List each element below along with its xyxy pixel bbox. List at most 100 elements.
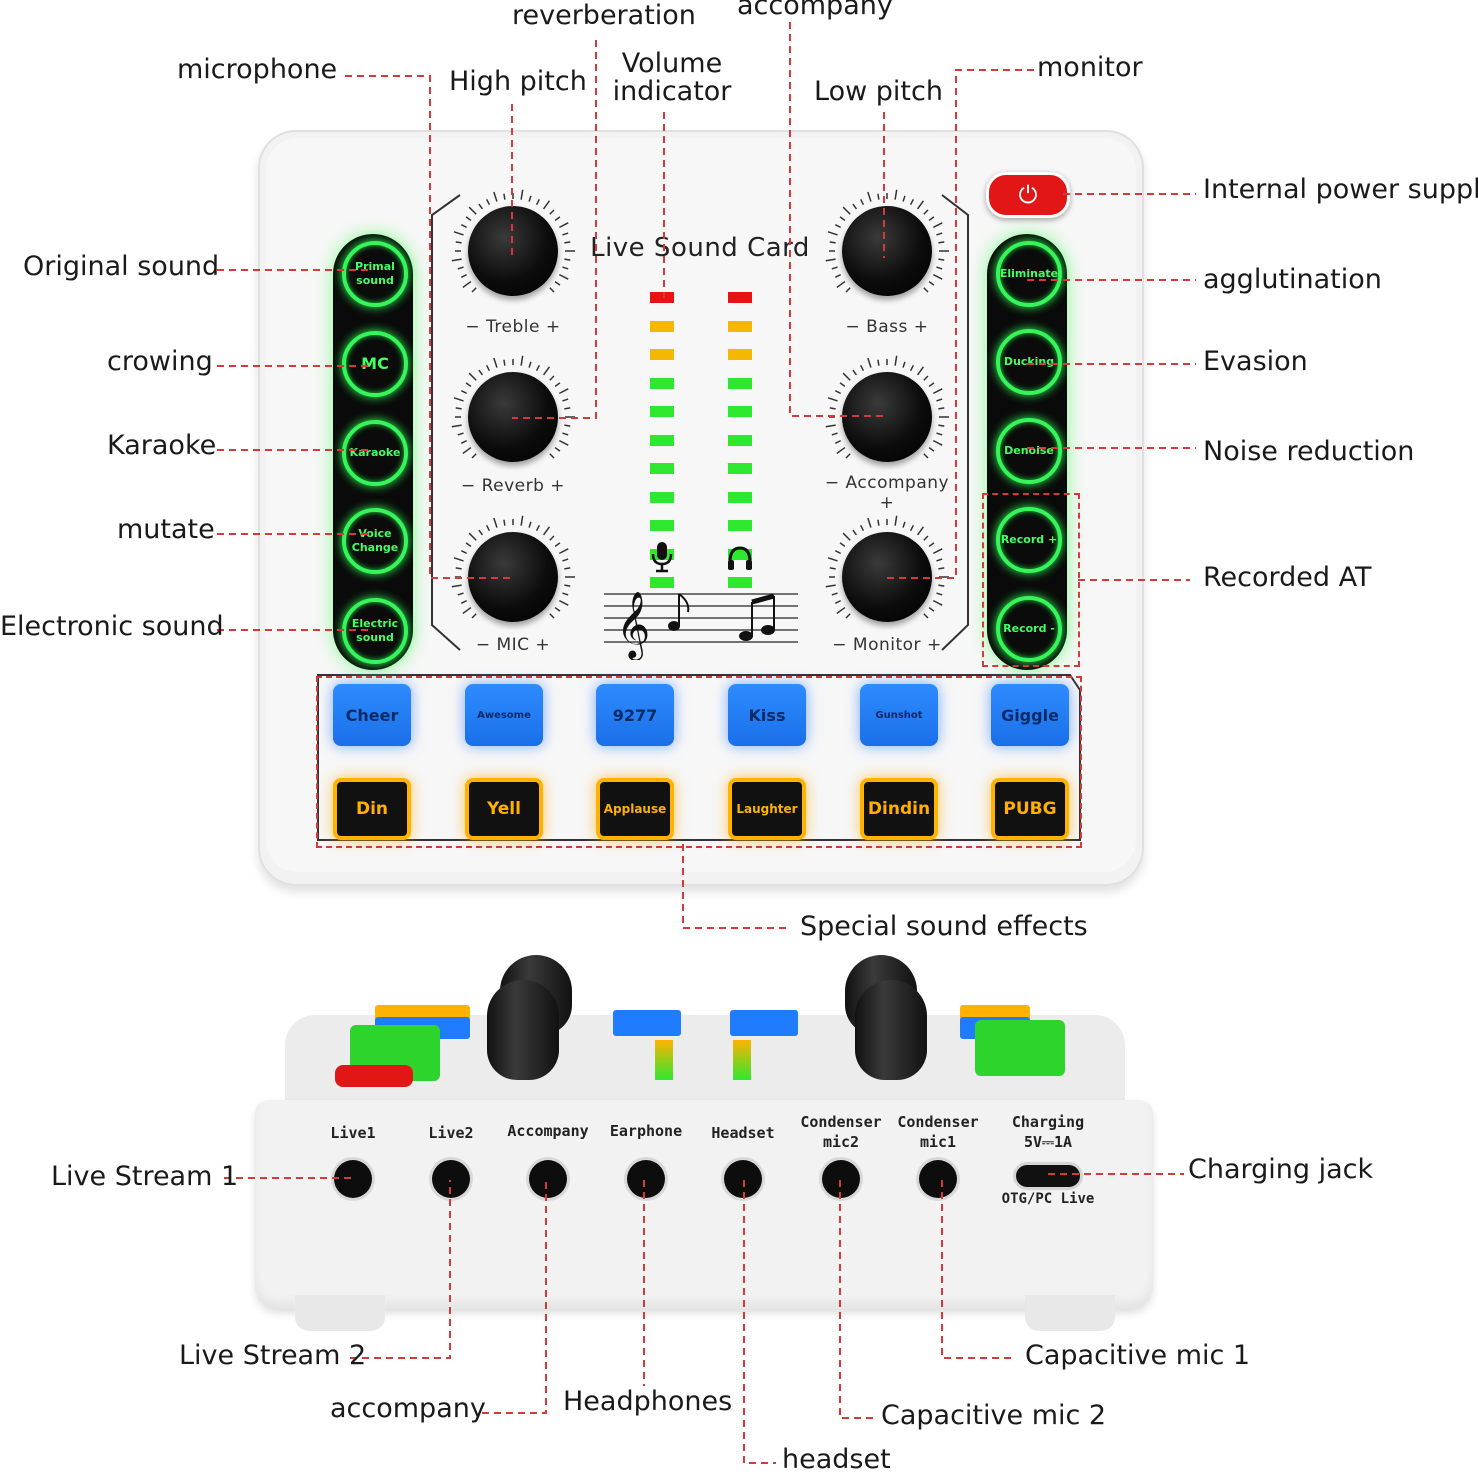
music-notes-icon: 𝄞 (604, 590, 798, 660)
bass-knob[interactable] (842, 206, 932, 296)
voice-change-button[interactable]: Voice Change (342, 508, 408, 574)
condenser-mic1-jack[interactable] (919, 1160, 957, 1198)
cheer-pad[interactable]: Cheer (333, 684, 411, 746)
applause-pad[interactable]: Applause (596, 778, 674, 840)
record-minus-button[interactable]: Record - (996, 596, 1062, 662)
volume-led (728, 520, 752, 531)
knob-tick (909, 364, 914, 372)
pad-label: Applause (603, 802, 667, 816)
accompany-label: − Accompany + (824, 473, 950, 513)
side-buttons-glow (975, 1020, 1065, 1076)
knob-tick (928, 216, 935, 222)
knob-tick (877, 359, 880, 366)
knob-tick (936, 232, 943, 236)
volume-led (728, 434, 752, 446)
knob-tick (535, 198, 540, 206)
callout-mutate: mutate (117, 514, 215, 545)
electric-sound-button[interactable]: Electric sound (342, 598, 408, 664)
9277-pad[interactable]: 9277 (596, 684, 674, 746)
knob-tick (860, 198, 865, 206)
microphone-icon (651, 542, 673, 573)
condenser-mic2-jack[interactable] (822, 1160, 860, 1198)
power-button-front (335, 1065, 413, 1087)
knob-tick (564, 424, 571, 427)
knob-tick (520, 189, 524, 200)
port-label-accompany: Accompany (493, 1121, 603, 1141)
knob-tick (451, 584, 462, 588)
mc-button[interactable]: MC (342, 331, 408, 397)
knob-tick (836, 606, 846, 615)
knob-tick (834, 439, 842, 444)
knob-tick (877, 519, 880, 526)
pad-label: Yell (487, 799, 521, 819)
port-label-text: mic2 (822, 1133, 860, 1152)
record-plus-button[interactable]: Record + (996, 507, 1062, 573)
knob-tick (928, 606, 935, 612)
knob-tick (460, 550, 468, 555)
device-front-panel (255, 1100, 1153, 1310)
volume-led (728, 320, 752, 332)
usb-c-charging-port[interactable] (1016, 1165, 1080, 1187)
knob-tick (478, 369, 484, 376)
laughter-pad[interactable]: Laughter (728, 778, 806, 840)
callout-capacitive-mic-1: Capacitive mic 1 (1025, 1340, 1251, 1371)
port-label-text: Charging (1011, 1113, 1085, 1131)
knob-tick (852, 203, 858, 210)
volume-led (728, 292, 752, 303)
din-pad[interactable]: Din (333, 778, 411, 840)
volume-led (728, 577, 752, 588)
denoise-button[interactable]: Denoise (996, 418, 1062, 484)
knob-tick (460, 224, 468, 229)
knob-tick (558, 222, 569, 229)
pad-label: Kiss (748, 705, 786, 725)
volume-led (650, 406, 674, 417)
port-label-text: mic1 (919, 1133, 957, 1152)
headset-jack[interactable] (724, 1160, 762, 1198)
earphone-jack[interactable] (627, 1160, 665, 1198)
knob-tick (834, 224, 842, 229)
awesome-pad[interactable]: Awesome (465, 684, 543, 746)
ducking-button[interactable]: Ducking (996, 329, 1062, 395)
primal-sound-button[interactable]: Primal sound (342, 241, 408, 307)
knob-tick (558, 439, 569, 446)
knob-tick (460, 599, 468, 604)
dindin-pad[interactable]: Dindin (860, 778, 938, 840)
pad-label: Dindin (867, 799, 931, 819)
button-label: Electric sound (351, 617, 399, 644)
giggle-pad[interactable]: Giggle (991, 684, 1069, 746)
knob-tick (455, 407, 462, 410)
knob-tick (938, 567, 945, 570)
kiss-pad[interactable]: Kiss (728, 684, 806, 746)
port-label-text: Accompany (507, 1122, 589, 1140)
knob-tick (923, 375, 929, 381)
knob-tick (460, 439, 468, 444)
accompany-jack[interactable] (529, 1160, 567, 1198)
eliminate-button[interactable]: Eliminate (996, 241, 1062, 307)
callout-live-stream-1: Live Stream 1 (51, 1161, 239, 1192)
knob-tick (471, 453, 477, 459)
knob-tick (932, 222, 943, 229)
pubg-pad[interactable]: PUBG (991, 778, 1069, 840)
knob-tick (923, 535, 929, 541)
knob-tick (936, 398, 943, 402)
knob-tick (549, 375, 555, 381)
karaoke-button[interactable]: Karaoke (342, 420, 408, 486)
power-button[interactable]: ⏻ (986, 172, 1070, 218)
live1-jack[interactable] (334, 1160, 372, 1198)
knob-tick (542, 200, 551, 210)
knob-tick (936, 266, 943, 270)
knob-tick (520, 515, 524, 526)
gunshot-pad[interactable]: Gunshot (860, 684, 938, 746)
button-label: MC (361, 354, 389, 373)
callout-microphone: microphone (177, 54, 338, 85)
sound-card-front-view (255, 955, 1153, 1331)
yell-pad[interactable]: Yell (465, 778, 543, 840)
callout-accompany-top: accompany (737, 0, 893, 21)
device-foot (295, 1295, 385, 1331)
knob-tick (462, 446, 472, 455)
knob-tick (839, 542, 846, 548)
device-foot (1025, 1295, 1115, 1331)
